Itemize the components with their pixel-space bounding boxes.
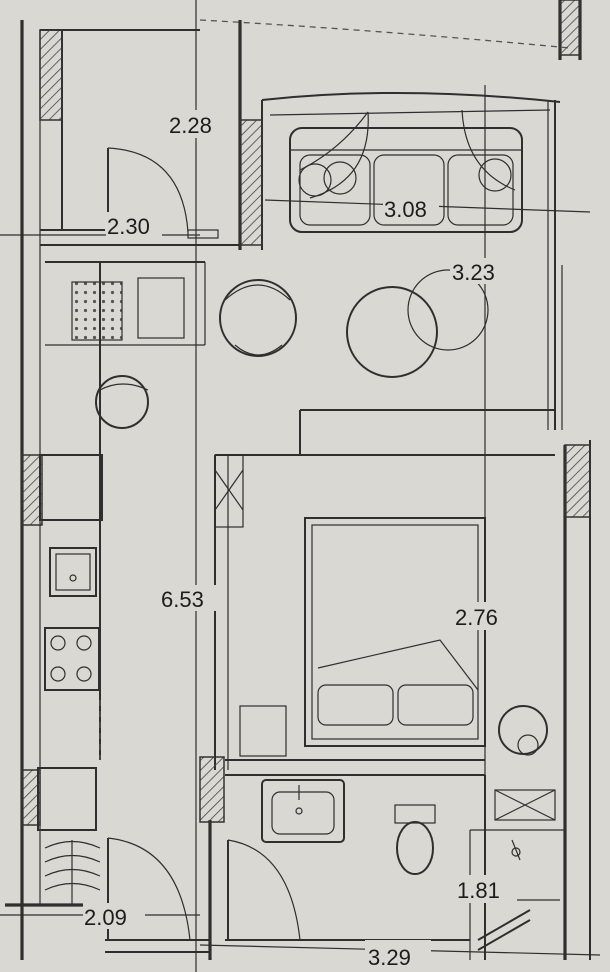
dim-top-left-room-length: 2.28 (169, 113, 212, 138)
balcony-doors (269, 109, 551, 199)
nightstands (239, 705, 548, 757)
dim-living-room-depth: 3.23 (452, 260, 495, 285)
armchair (219, 279, 297, 357)
dim-bedroom-depth: 2.76 (455, 605, 498, 630)
dimension-labels: 2.28 2.30 3.08 3.23 6.53 2.76 1.81 2.09 … (83, 110, 517, 970)
wardrobe-cross (214, 454, 244, 528)
sofa (289, 127, 523, 233)
kitchen (37, 262, 205, 905)
bed (304, 517, 486, 747)
dim-bottom-left-width: 2.09 (84, 905, 127, 930)
dim-bathroom-depth: 1.81 (457, 878, 500, 903)
dim-overall-left-length: 6.53 (161, 587, 204, 612)
round-tables (346, 269, 489, 378)
bathroom-fixtures (261, 779, 556, 951)
bathroom-door (227, 839, 301, 941)
dim-sofa-wall-length: 3.08 (384, 197, 427, 222)
dim-bottom-overall-width: 3.29 (368, 945, 411, 970)
hatched-walls (21, 0, 591, 826)
dim-entry-width: 2.30 (107, 214, 150, 239)
